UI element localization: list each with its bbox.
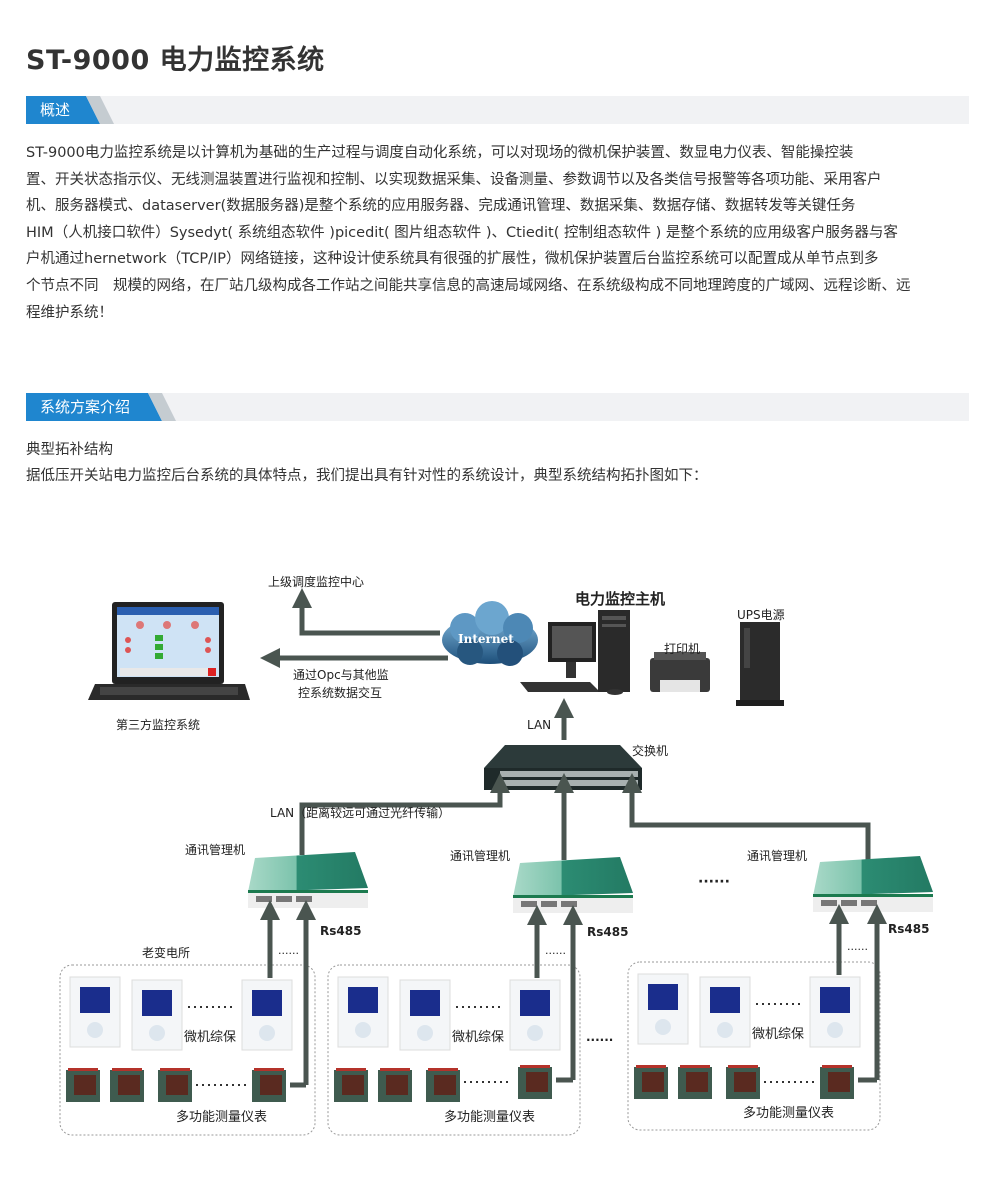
- ups-label: UPS电源: [737, 608, 785, 622]
- relay-icon: [809, 976, 861, 1048]
- relay-icon: [131, 979, 183, 1051]
- meter-icon: [158, 1068, 192, 1102]
- paragraph-line: 个节点不同 规模的网络，在厂站几级构成各工作站之间能共享信息的高速局域网络、在系…: [26, 277, 911, 294]
- ups-icon: [736, 622, 784, 706]
- laptop-icon: [88, 602, 250, 700]
- relay-label: 微机综保: [752, 1027, 805, 1042]
- comm-manager-icon: [248, 852, 368, 908]
- rs485-label: Rs485: [587, 925, 629, 939]
- meter-icon: [252, 1068, 286, 1102]
- printer-icon: [650, 652, 710, 692]
- host-label: 电力监控主机: [575, 590, 666, 608]
- more-substations-ellipsis: ······: [586, 1033, 614, 1047]
- meter-icon: [678, 1065, 712, 1099]
- relay-icon: [699, 976, 751, 1048]
- relay-label: 微机综保: [452, 1030, 505, 1045]
- comm-manager-icon: [513, 857, 633, 913]
- rs485-label: Rs485: [320, 924, 362, 938]
- printer-label: 打印机: [664, 642, 701, 656]
- meter-icon: [820, 1065, 854, 1099]
- host-computer-icon: [520, 610, 630, 695]
- paragraph-line: 机、服务器模式、dataserver(数据服务器)是整个系统的应用服务器、完成通…: [26, 198, 856, 215]
- meter-icon: [66, 1068, 100, 1102]
- device-group: [66, 976, 293, 1102]
- meter-icon: [634, 1065, 668, 1099]
- meter-icon: [110, 1068, 144, 1102]
- topology-subtitle: 典型拓补结构: [26, 442, 113, 458]
- third-party-label: 第三方监控系统: [116, 718, 201, 732]
- section-header-overview: 概述: [26, 96, 969, 124]
- meter-icon: [518, 1065, 552, 1099]
- topology-diagram: 上级调度监控中心 Internet 通过Opc与其他监 控系统数据交互 第三方监…: [0, 540, 1000, 1160]
- meter-icon: [426, 1068, 460, 1102]
- comm-manager-label: 通讯管理机: [450, 849, 511, 863]
- meter-label: 多功能测量仪表: [743, 1106, 835, 1121]
- paragraph-line: 置、开关状态指示仪、无线测温装置进行监视和控制、以实现数据采集、设备测量、参数调…: [26, 171, 882, 188]
- lan-label: LAN: [527, 718, 552, 732]
- device-group: [634, 973, 861, 1099]
- rs485-ellipsis: ......: [847, 940, 868, 953]
- topology-svg: [59, 588, 933, 1136]
- relay-icon: [241, 979, 293, 1051]
- more-managers-ellipsis: ······: [698, 874, 730, 890]
- section-tab-overview: 概述: [26, 96, 100, 124]
- relay-icon: [69, 976, 121, 1048]
- upper-dispatch-label: 上级调度监控中心: [268, 575, 365, 589]
- meter-icon: [334, 1068, 368, 1102]
- meter-icon: [726, 1065, 760, 1099]
- internet-label: Internet: [458, 632, 514, 646]
- rs485-ellipsis: ......: [278, 944, 299, 957]
- substation-label: 老变电所: [142, 946, 191, 960]
- section-tab-solution: 系统方案介绍: [26, 393, 162, 421]
- relay-label: 微机综保: [184, 1030, 237, 1045]
- switch-label: 交换机: [632, 744, 669, 758]
- topology-intro: 据低压开关站电力监控后台系统的具体特点，我们提出具有针对性的系统设计，典型系统结…: [26, 468, 708, 484]
- paragraph-line: 程维护系统！: [26, 304, 113, 321]
- comm-manager-label: 通讯管理机: [747, 849, 808, 863]
- paragraph-line: 户机通过hernetwork（TCP/IP）网络链接，这种设计使系统具有很强的扩…: [26, 251, 879, 268]
- relay-icon: [399, 979, 451, 1051]
- comm-manager-label: 通讯管理机: [185, 843, 246, 857]
- rs485-label: Rs485: [888, 922, 930, 936]
- overview-paragraph: ST-9000电力监控系统是以计算机为基础的生产过程与调度自动化系统，可以对现场…: [26, 140, 972, 326]
- internet-cloud-icon: [442, 601, 538, 666]
- relay-icon: [637, 973, 689, 1045]
- paragraph-line: ST-9000电力监控系统是以计算机为基础的生产过程与调度自动化系统，可以对现场…: [26, 145, 854, 161]
- meter-icon: [378, 1068, 412, 1102]
- opc-label-line2: 控系统数据交互: [298, 686, 383, 700]
- opc-label-line1: 通过Opc与其他监: [293, 668, 389, 682]
- paragraph-line: HIM（人机接口软件）Sysedyt( 系统组态软件 )picedit( 图片组…: [26, 224, 898, 241]
- relay-icon: [337, 976, 389, 1048]
- device-group: [334, 976, 561, 1102]
- section-header-solution: 系统方案介绍: [26, 393, 969, 421]
- lan-fiber-label: LAN（距离较远可通过光纤传输）: [270, 806, 451, 820]
- rs485-ellipsis: ......: [545, 944, 566, 957]
- meter-label: 多功能测量仪表: [444, 1110, 536, 1125]
- page-title: ST-9000 电力监控系统: [26, 45, 325, 76]
- comm-manager-icon: [813, 856, 933, 912]
- relay-icon: [509, 979, 561, 1051]
- meter-label: 多功能测量仪表: [176, 1110, 268, 1125]
